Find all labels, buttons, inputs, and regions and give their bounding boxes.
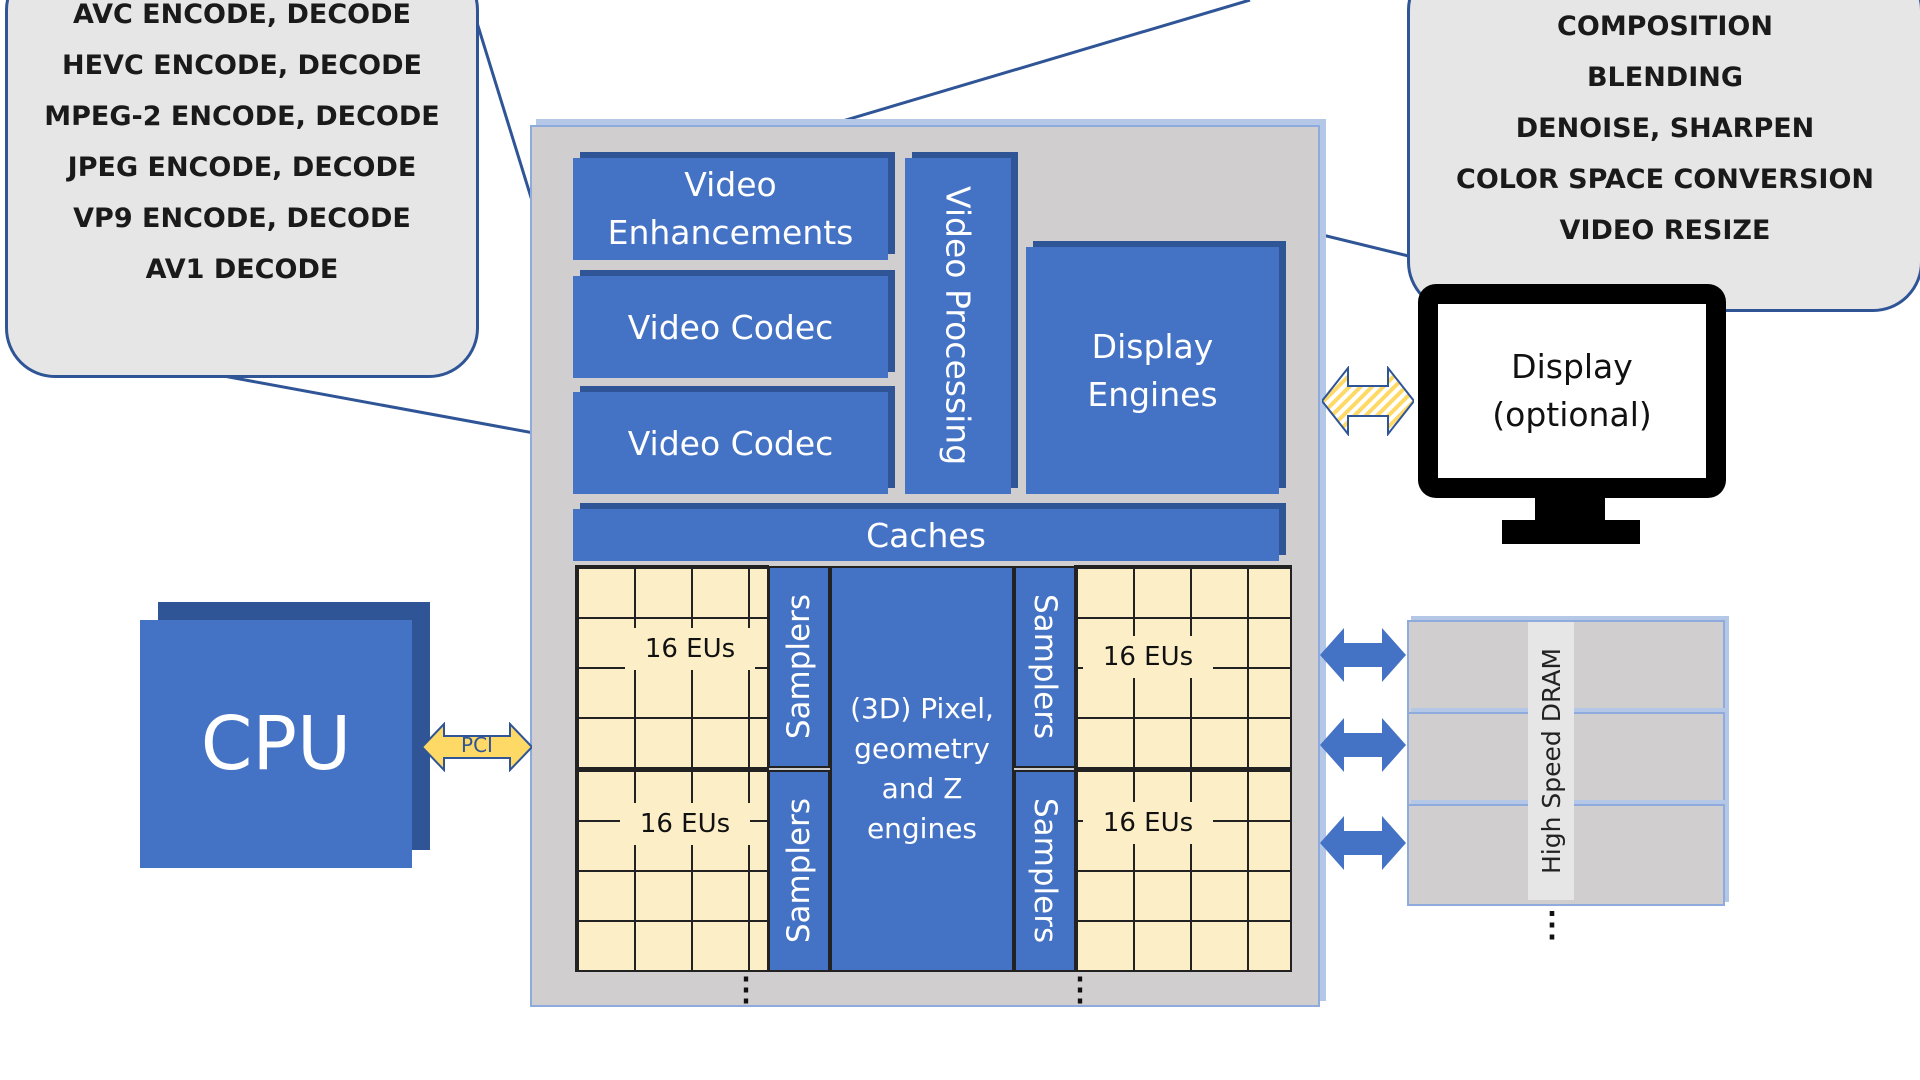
processing-item: COLOR SPACE CONVERSION bbox=[1456, 164, 1874, 195]
more-eus-ellipsis: ⋮ bbox=[1064, 971, 1096, 1007]
sampler-label: Samplers bbox=[781, 594, 817, 740]
video-codec-label: Video Codec bbox=[627, 307, 834, 347]
sampler-label: Samplers bbox=[781, 798, 817, 944]
video-processing-block: Video Processing bbox=[905, 158, 1011, 494]
monitor-base bbox=[1502, 520, 1640, 544]
sampler-block-top-left: Samplers bbox=[768, 566, 830, 768]
sampler-block-top-right: Samplers bbox=[1014, 566, 1076, 768]
display-engines-label: Display Engines bbox=[1087, 326, 1218, 414]
processing-item: BLENDING bbox=[1586, 62, 1744, 93]
sampler-label: Samplers bbox=[1027, 594, 1063, 740]
codec-item: VP9 ENCODE, DECODE bbox=[73, 203, 411, 234]
eu-grid-bottom-left bbox=[575, 768, 769, 972]
pixel-engines-block: (3D) Pixel, geometry and Z engines bbox=[830, 566, 1014, 972]
video-enhancements-label: Video Enhancements bbox=[607, 165, 854, 252]
dram-link-arrow-1 bbox=[1320, 628, 1406, 682]
dram-link-arrow-3 bbox=[1320, 816, 1406, 870]
codec-callout: AVC ENCODE, DECODE HEVC ENCODE, DECODE M… bbox=[5, 0, 479, 378]
cpu-block: CPU bbox=[140, 620, 412, 868]
processing-item: VIDEO RESIZE bbox=[1559, 215, 1771, 246]
codec-item: MPEG-2 ENCODE, DECODE bbox=[44, 101, 440, 132]
caches-block: Caches bbox=[573, 509, 1279, 561]
monitor-stand bbox=[1535, 497, 1605, 522]
processing-item: COMPOSITION bbox=[1557, 11, 1773, 42]
video-codec-block-2: Video Codec bbox=[573, 392, 888, 494]
sampler-block-bottom-right: Samplers bbox=[1014, 770, 1076, 972]
video-codec-label: Video Codec bbox=[627, 423, 834, 463]
eu-grid-bottom-right bbox=[1074, 768, 1292, 972]
eu-count-label: 16 EUs bbox=[1083, 802, 1213, 844]
video-enhancements-block: Video Enhancements bbox=[573, 158, 888, 260]
eu-count-label: 16 EUs bbox=[620, 803, 750, 845]
video-processing-label: Video Processing bbox=[938, 186, 978, 466]
processing-item: DENOISE, SHARPEN bbox=[1515, 113, 1815, 144]
pci-label: PCI bbox=[461, 733, 493, 757]
display-label: Display (optional) bbox=[1492, 347, 1652, 434]
more-eus-ellipsis: ⋮ bbox=[730, 971, 762, 1007]
eu-count-label: 16 EUs bbox=[1083, 636, 1213, 678]
more-dram-ellipsis: ⋮ bbox=[1535, 906, 1569, 944]
codec-item: AVC ENCODE, DECODE bbox=[73, 0, 411, 30]
processing-callout: COMPOSITION BLENDING DENOISE, SHARPEN CO… bbox=[1407, 0, 1920, 312]
dram-label-strip: High Speed DRAM bbox=[1528, 622, 1574, 900]
pixel-engines-label: (3D) Pixel, geometry and Z engines bbox=[850, 692, 994, 845]
codec-item: HEVC ENCODE, DECODE bbox=[62, 50, 422, 81]
codec-item: AV1 DECODE bbox=[145, 254, 339, 285]
display-link-arrow bbox=[1322, 366, 1414, 436]
cpu-label: CPU bbox=[200, 701, 352, 787]
dram-link-arrow-2 bbox=[1320, 718, 1406, 772]
codec-item: JPEG ENCODE, DECODE bbox=[67, 152, 417, 183]
caches-label: Caches bbox=[866, 515, 986, 555]
dram-label: High Speed DRAM bbox=[1536, 647, 1566, 874]
video-codec-block-1: Video Codec bbox=[573, 276, 888, 378]
sampler-label: Samplers bbox=[1027, 798, 1063, 944]
pci-bus-arrow bbox=[422, 722, 532, 772]
display-monitor: Display (optional) bbox=[1418, 284, 1726, 498]
display-engines-block: Display Engines bbox=[1026, 247, 1279, 494]
sampler-block-bottom-left: Samplers bbox=[768, 770, 830, 972]
eu-count-label: 16 EUs bbox=[625, 628, 755, 670]
